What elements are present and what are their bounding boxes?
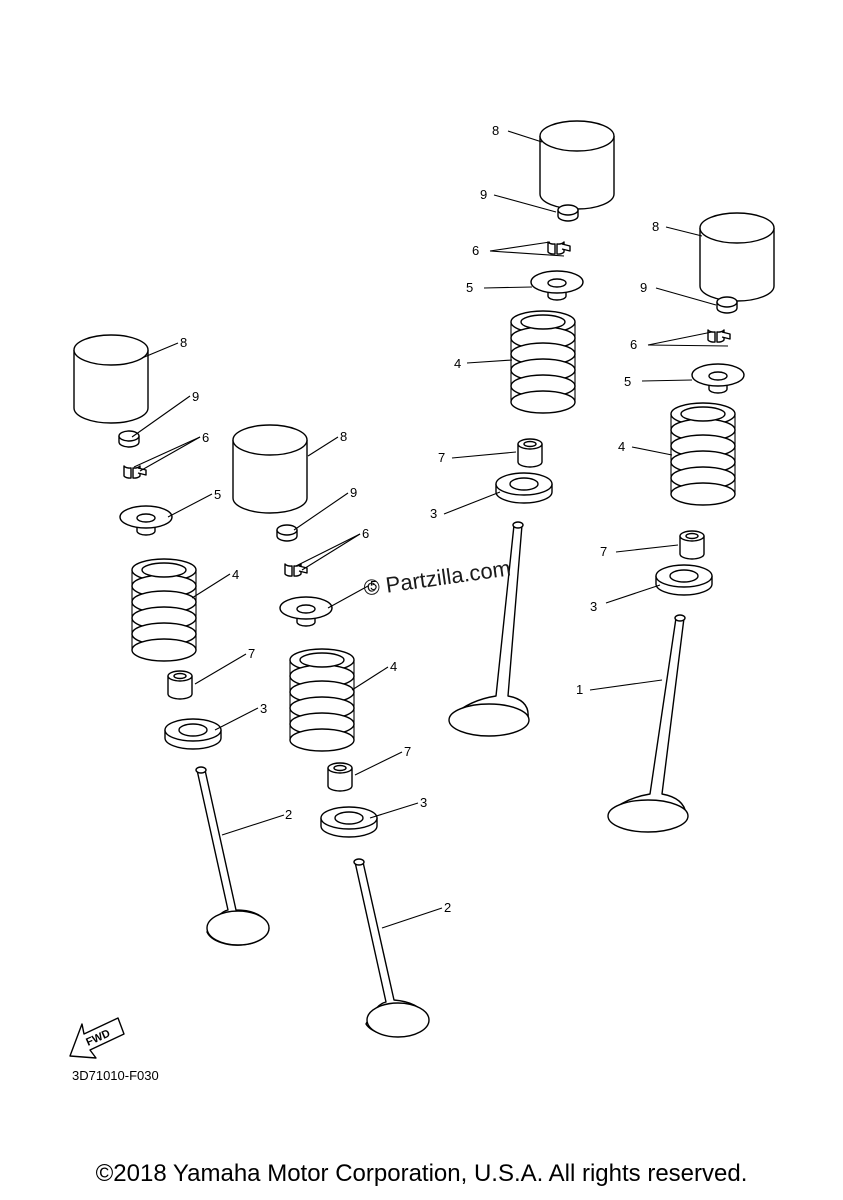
tappet-d [699, 212, 775, 302]
callout-5: 5 [214, 487, 221, 502]
callout-6: 6 [362, 526, 369, 541]
valve-a [195, 766, 270, 946]
callout-2: 2 [444, 900, 451, 915]
callout-7: 7 [600, 544, 607, 559]
callout-1: 1 [576, 682, 583, 697]
seat-a [164, 718, 222, 750]
callout-8: 8 [652, 219, 659, 234]
valve-b [353, 858, 430, 1038]
callout-8: 8 [180, 335, 187, 350]
callout-5: 5 [466, 280, 473, 295]
shim-c [557, 204, 579, 222]
callout-8: 8 [492, 123, 499, 138]
retainer-c [530, 270, 584, 301]
spring-b [289, 648, 355, 752]
tappet-c [539, 120, 615, 210]
retainer-b [279, 596, 333, 627]
callout-4: 4 [454, 356, 461, 371]
callout-9: 9 [192, 389, 199, 404]
shim-b [276, 524, 298, 542]
callout-3: 3 [590, 599, 597, 614]
callout-7: 7 [438, 450, 445, 465]
callout-5: 5 [370, 578, 377, 593]
callout-6: 6 [202, 430, 209, 445]
seat-c [495, 472, 553, 504]
callout-7: 7 [404, 744, 411, 759]
fwd-arrow-icon: FWD [69, 1017, 125, 1059]
callout-3: 3 [260, 701, 267, 716]
valve-set-b: 8 9 6 5 4 7 3 2 [232, 424, 451, 1038]
valve-set-a: 8 9 6 5 4 7 3 2 [73, 334, 292, 946]
callout-6: 6 [472, 243, 479, 258]
seal-d [679, 530, 705, 560]
callout-4: 4 [390, 659, 397, 674]
spring-c [510, 310, 576, 414]
callout-4: 4 [618, 439, 625, 454]
cotter-a [123, 465, 147, 479]
copyright-notice: ©2018 Yamaha Motor Corporation, U.S.A. A… [95, 1160, 748, 1187]
tappet-b [232, 424, 308, 514]
callout-6: 6 [630, 337, 637, 352]
valve-set-c: 8 9 6 5 4 7 3 [430, 120, 615, 737]
valve-set-d: 8 9 6 5 4 7 3 1 [576, 212, 775, 833]
shim-a [118, 430, 140, 448]
callout-3: 3 [430, 506, 437, 521]
callout-9: 9 [480, 187, 487, 202]
shim-d [716, 296, 738, 314]
tappet-a [73, 334, 149, 424]
retainer-d [691, 363, 745, 394]
seal-a [167, 670, 193, 700]
cotter-c [547, 241, 571, 255]
callout-8: 8 [340, 429, 347, 444]
seal-b [327, 762, 353, 792]
valve-c [448, 521, 530, 737]
callout-9: 9 [640, 280, 647, 295]
diagram-code: 3D71010-F030 [72, 1068, 159, 1083]
callout-9: 9 [350, 485, 357, 500]
seat-d [655, 564, 713, 596]
callout-4: 4 [232, 567, 239, 582]
spring-a [131, 558, 197, 662]
retainer-a [119, 505, 173, 536]
seal-c [517, 438, 543, 468]
callout-5: 5 [624, 374, 631, 389]
valve-d [607, 614, 689, 833]
seat-b [320, 806, 378, 838]
callout-2: 2 [285, 807, 292, 822]
callout-3: 3 [420, 795, 427, 810]
spring-d [670, 402, 736, 506]
callout-7: 7 [248, 646, 255, 661]
